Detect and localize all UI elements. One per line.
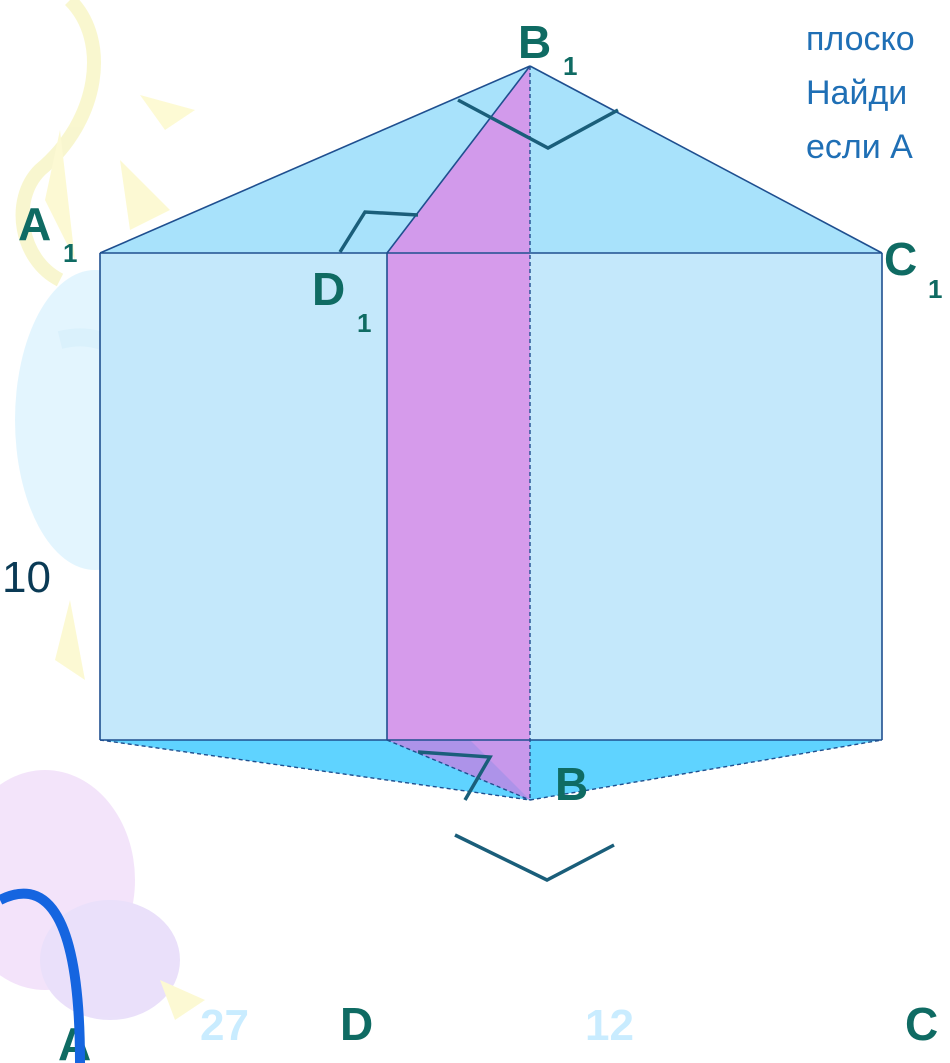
- edge-B1C1: [529, 65, 883, 254]
- edge-D1B1: [386, 65, 531, 254]
- label-C1-subscript: 1: [928, 274, 942, 304]
- label-B1: B: [518, 16, 551, 68]
- right-angle-bottom-B: [454, 833, 615, 882]
- corner-arc: [0, 888, 85, 1063]
- problem-text-line-2: Найди: [806, 74, 907, 112]
- label-C1: C: [884, 233, 917, 285]
- edge-BC-hidden: [529, 739, 883, 801]
- section-plane-DD1B1B: [387, 66, 530, 800]
- problem-text-line-3: если А: [806, 128, 913, 166]
- edge-A1B1: [99, 65, 531, 254]
- label-D1-subscript: 1: [357, 308, 371, 338]
- label-A1-subscript: 1: [63, 238, 77, 268]
- segment-DC-label: 12: [585, 1001, 634, 1050]
- label-B1-subscript: 1: [563, 51, 577, 81]
- problem-text-line-1: плоско: [806, 20, 915, 58]
- edge-DB-hidden: [386, 739, 531, 801]
- right-angle-top-B1: [457, 98, 619, 150]
- label-C: C: [905, 998, 938, 1050]
- label-D1: D: [312, 263, 345, 315]
- label-D: D: [340, 998, 373, 1050]
- label-B: B: [555, 758, 588, 810]
- right-angle-bottom-D: [417, 750, 493, 801]
- height-label: 10: [2, 553, 51, 602]
- segment-AD-label: 27: [200, 1001, 249, 1050]
- edge-AB-hidden: [99, 739, 531, 801]
- right-angle-top-D1: [338, 210, 419, 253]
- label-A1: A: [18, 198, 51, 250]
